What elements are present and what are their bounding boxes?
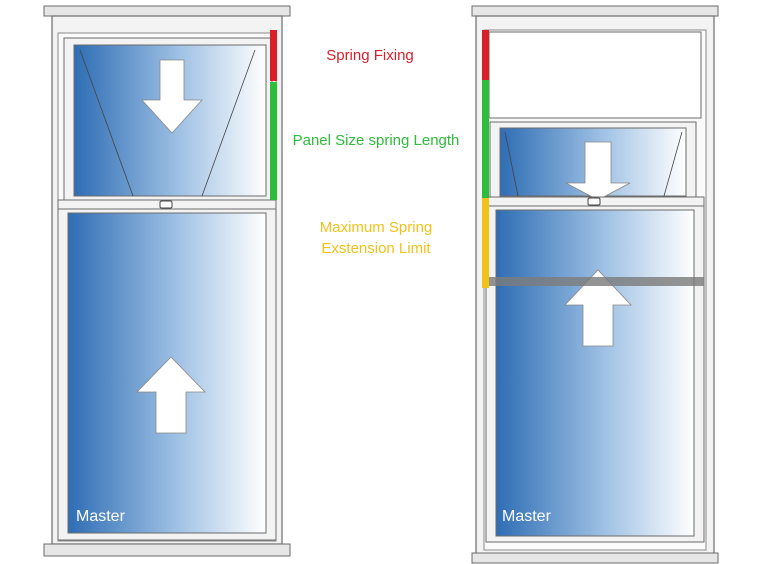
left-sill bbox=[43, 543, 291, 557]
max-extension-label-line1: Maximum Spring bbox=[319, 219, 433, 236]
right-window bbox=[471, 5, 719, 564]
panel-size-bar-right bbox=[482, 80, 489, 198]
right-upper-opening bbox=[488, 31, 702, 119]
arrow-up-icon bbox=[136, 356, 206, 434]
right-sill bbox=[471, 552, 719, 564]
master-label-right: Master bbox=[502, 508, 551, 525]
max-extension-bar-right bbox=[482, 198, 489, 288]
left-window bbox=[43, 5, 291, 557]
left-head bbox=[43, 5, 291, 17]
arrow-down-icon bbox=[565, 141, 631, 201]
handle-icon bbox=[587, 197, 601, 206]
spring-fixing-bar-left bbox=[270, 30, 277, 81]
spring-fixing-label: Spring Fixing bbox=[326, 47, 414, 64]
arrow-down-icon bbox=[141, 59, 203, 134]
right-bottom-glass bbox=[495, 209, 695, 537]
max-extension-label: Maximum Spring Exstension Limit bbox=[300, 217, 452, 259]
spring-fixing-bar-right bbox=[482, 30, 489, 80]
right-top-hinge-line bbox=[504, 131, 519, 197]
right-top-hinge-line bbox=[663, 131, 683, 197]
max-extension-label-line2: Exstension Limit bbox=[321, 240, 431, 257]
arrow-up-icon bbox=[564, 269, 632, 347]
right-head bbox=[471, 5, 719, 17]
handle-icon bbox=[159, 200, 173, 209]
panel-size-bar-left bbox=[270, 82, 277, 200]
left-top-hinge-line bbox=[201, 49, 256, 197]
maximum-extension-limit-bar bbox=[486, 277, 704, 286]
left-top-hinge-line bbox=[79, 49, 134, 197]
master-label-left: Master bbox=[76, 508, 125, 525]
panel-size-label: Panel Size spring Length bbox=[292, 132, 460, 149]
